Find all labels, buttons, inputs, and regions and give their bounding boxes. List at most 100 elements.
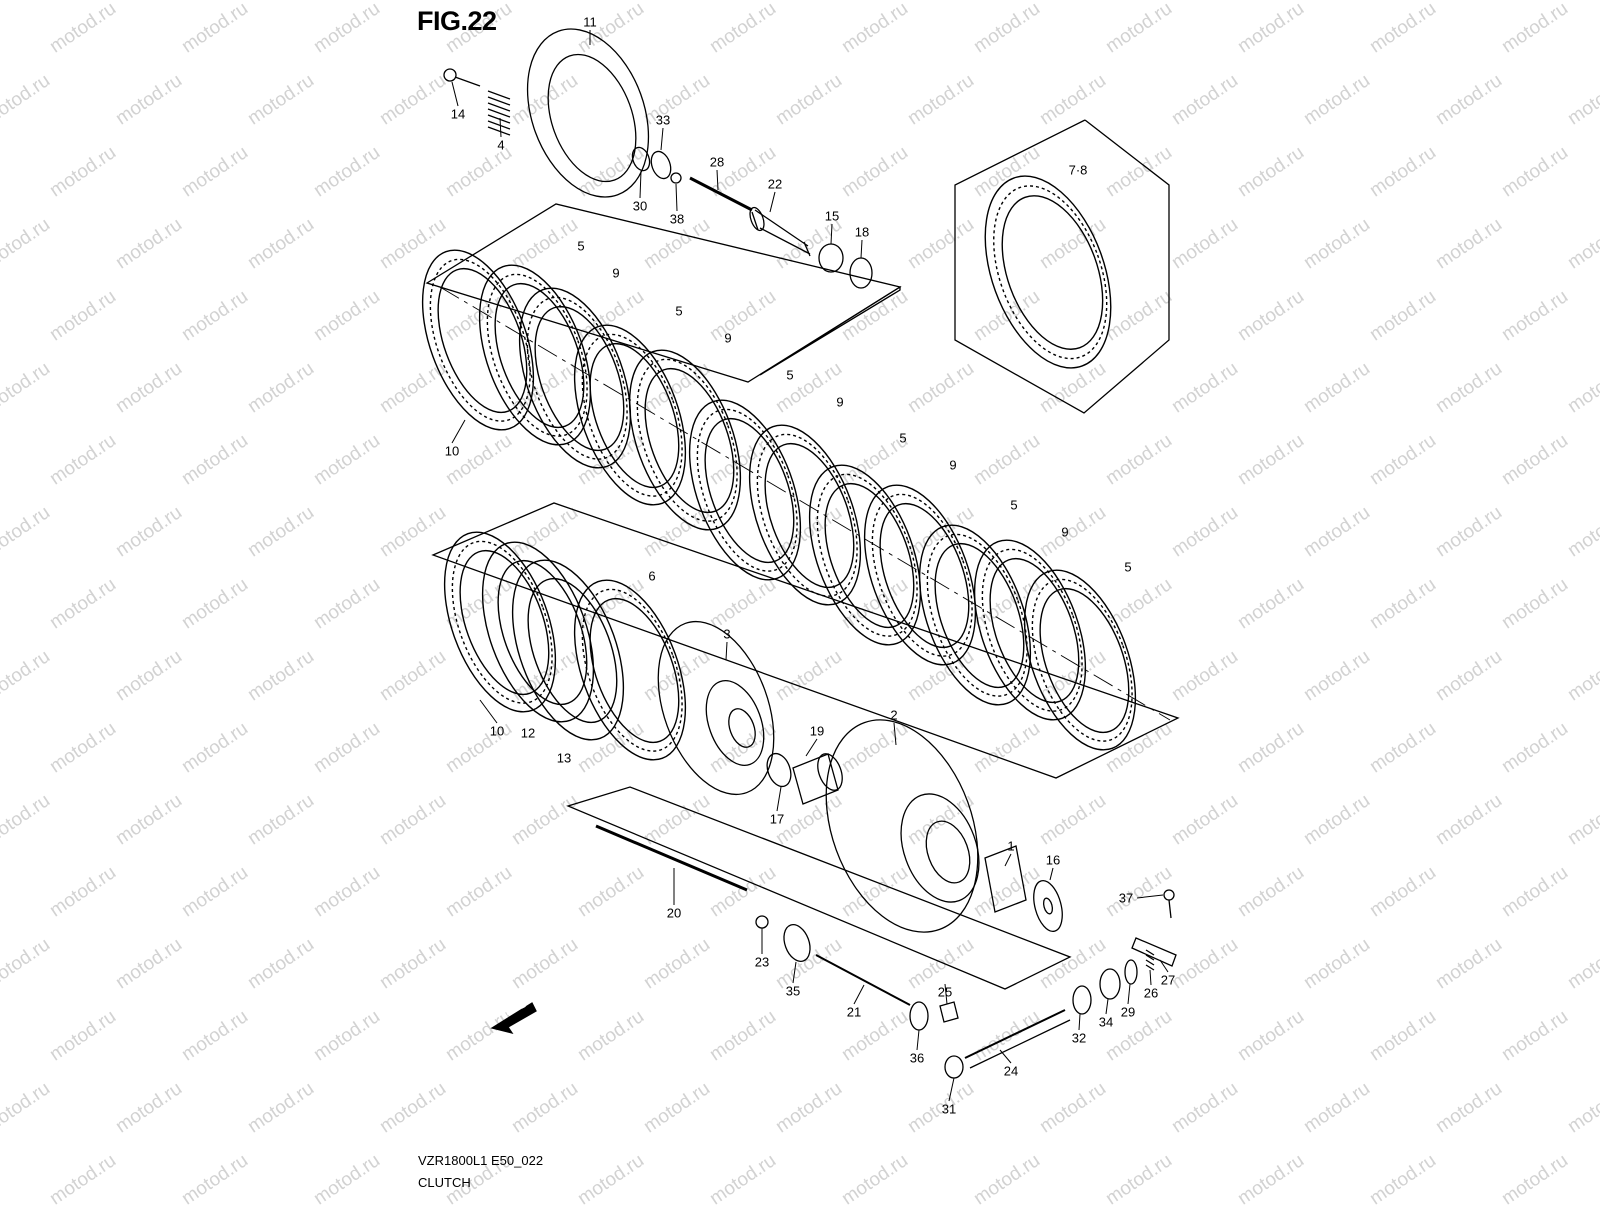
plate-group-frame-middle (759, 285, 901, 376)
washer-30 (631, 146, 651, 172)
bolt-37 (1163, 889, 1175, 901)
release-shaft-24 (964, 1009, 1066, 1059)
leader-line (893, 722, 897, 746)
leader-line (999, 1049, 1012, 1064)
sleeve-1 (984, 845, 1027, 913)
plate-6 (573, 579, 687, 761)
callout-21: 21 (846, 1004, 862, 1020)
leader-line (499, 117, 502, 138)
plate-9d (863, 484, 977, 666)
leader-line (776, 786, 782, 812)
plate-9a (518, 287, 632, 469)
clutch-push-piece (751, 209, 811, 257)
callout-19: 19 (809, 723, 825, 739)
inset-hexagon (954, 119, 1170, 414)
callout-4: 4 (497, 137, 505, 153)
callout-14: 14 (450, 106, 466, 122)
callout-1: 1 (1007, 838, 1015, 854)
plate-5b (573, 324, 687, 506)
callout-13: 13 (556, 750, 572, 766)
callout-17: 17 (769, 811, 785, 827)
leader-line (1049, 867, 1054, 881)
callout-25: 25 (937, 984, 953, 1000)
bearing-33 (650, 150, 672, 180)
needle-bearing-17 (792, 753, 839, 805)
release-arm-27 (1131, 937, 1177, 967)
callout-12: 12 (520, 725, 536, 741)
callout-16: 16 (1045, 852, 1061, 868)
callout-36: 36 (909, 1050, 925, 1066)
primary-driven-gear (825, 719, 979, 933)
callout-11: 11 (583, 14, 597, 30)
push-rod-28 (689, 176, 753, 212)
washer-29 (1124, 959, 1138, 985)
leader-line (1004, 853, 1012, 867)
shaft-frame (566, 786, 1072, 990)
leader-line (1136, 894, 1164, 899)
plate-5d (808, 464, 922, 646)
callout-6: 6 (648, 568, 656, 584)
callout-9: 9 (949, 457, 957, 473)
centre-line (439, 286, 1171, 721)
callout-33: 33 (655, 112, 671, 128)
callout-5: 5 (786, 367, 794, 383)
inset-plate-7-8 (984, 175, 1112, 369)
leader-line (660, 127, 664, 151)
leader-line (830, 223, 833, 245)
leader-line (792, 961, 797, 984)
callout-37: 37 (1118, 890, 1134, 906)
ball-23 (755, 915, 769, 929)
callout-32: 32 (1071, 1030, 1087, 1046)
callout-9: 9 (612, 265, 620, 281)
leader-line (716, 169, 719, 191)
plate-10b (443, 531, 557, 713)
leader-line (860, 239, 863, 259)
callout-9: 9 (724, 330, 732, 346)
callout-27: 27 (1160, 972, 1176, 988)
callout-9: 9 (836, 394, 844, 410)
washer-16 (1033, 880, 1063, 932)
nut-15 (818, 243, 844, 273)
leader-line (451, 81, 459, 107)
plate-5e (918, 524, 1032, 706)
callout-20: 20 (666, 905, 682, 921)
bearing-36 (909, 1001, 929, 1031)
leader-line (451, 419, 466, 444)
callout-23: 23 (754, 954, 770, 970)
callout-26: 26 (1143, 985, 1159, 1001)
callout-10: 10 (489, 723, 505, 739)
callout-29: 29 (1120, 1004, 1136, 1020)
callout-5: 5 (1124, 559, 1132, 575)
callout-3: 3 (723, 626, 731, 642)
leader-line (944, 983, 948, 1005)
push-rod-21 (815, 954, 911, 1006)
pin-25 (939, 1001, 959, 1023)
leader-line (948, 1077, 955, 1102)
callout-15: 15 (824, 208, 840, 224)
callout-31: 31 (941, 1101, 957, 1117)
spring-bolt (443, 68, 457, 82)
oil-seal-35 (783, 924, 811, 962)
callout-22: 22 (767, 176, 783, 192)
washer-18 (849, 257, 873, 289)
callout-5: 5 (1010, 497, 1018, 513)
spring-26 (1145, 949, 1155, 971)
leader-line (1149, 969, 1152, 986)
pressure-plate (526, 28, 650, 198)
spring-seat-12 (481, 541, 595, 723)
leader-line (1078, 1013, 1081, 1031)
callout-9: 9 (1061, 524, 1069, 540)
leader-line (769, 191, 776, 213)
callout-35: 35 (785, 983, 801, 999)
model-code: VZR1800L1 E50_022 (418, 1153, 544, 1168)
plate-10a (421, 249, 535, 431)
callout-5: 5 (577, 238, 585, 254)
callout-18: 18 (854, 224, 870, 240)
callout-5: 5 (675, 303, 683, 319)
plate-group-frame-upper (425, 203, 902, 383)
plate-9c (748, 424, 862, 606)
leader-line (805, 738, 818, 757)
leader-line (675, 183, 678, 212)
